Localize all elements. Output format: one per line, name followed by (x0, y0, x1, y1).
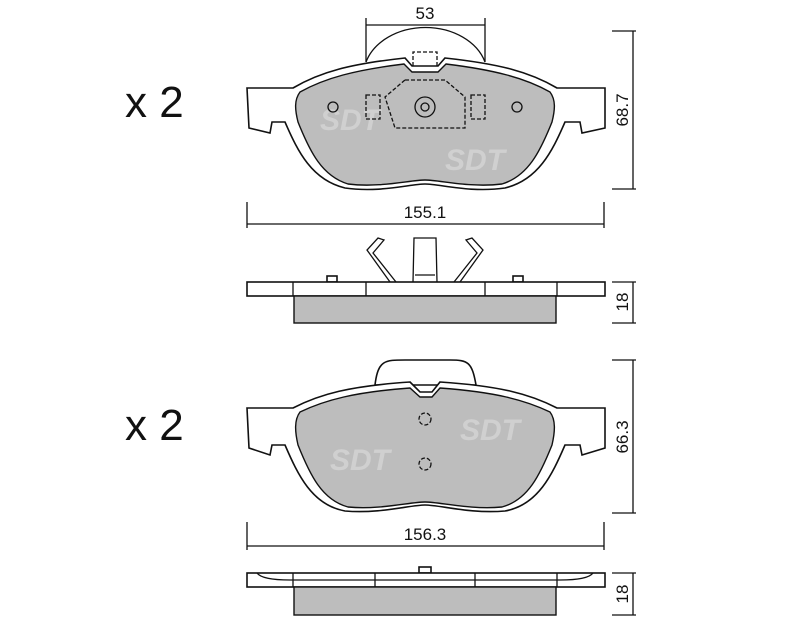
pad2-side-view (246, 566, 606, 616)
pad1-clip-arc (365, 26, 486, 63)
pad2-front-view: SDT SDT (246, 359, 606, 513)
svg-text:SDT: SDT (445, 144, 508, 177)
pad1-thickness: 18 (613, 293, 632, 312)
pad1-feature-dimension (365, 18, 486, 62)
svg-text:SDT: SDT (330, 444, 393, 477)
pad1-side-view (246, 237, 606, 324)
pad2-quantity: x 2 (125, 401, 184, 450)
pad1-width: 155.1 (404, 203, 447, 222)
svg-text:SDT: SDT (460, 414, 523, 447)
pad1-feature-width: 53 (416, 4, 435, 23)
pad2-thickness: 18 (613, 585, 632, 604)
watermark: SDT (320, 104, 383, 137)
pad1-friction (294, 63, 556, 186)
pad2-height: 66.3 (613, 420, 632, 453)
pad2-friction (294, 387, 556, 509)
pad2-width: 156.3 (404, 525, 447, 544)
pad1-quantity: x 2 (125, 78, 184, 127)
pad1-front-view: SDT SDT (246, 26, 606, 191)
pad1-height: 68.7 (613, 93, 632, 126)
